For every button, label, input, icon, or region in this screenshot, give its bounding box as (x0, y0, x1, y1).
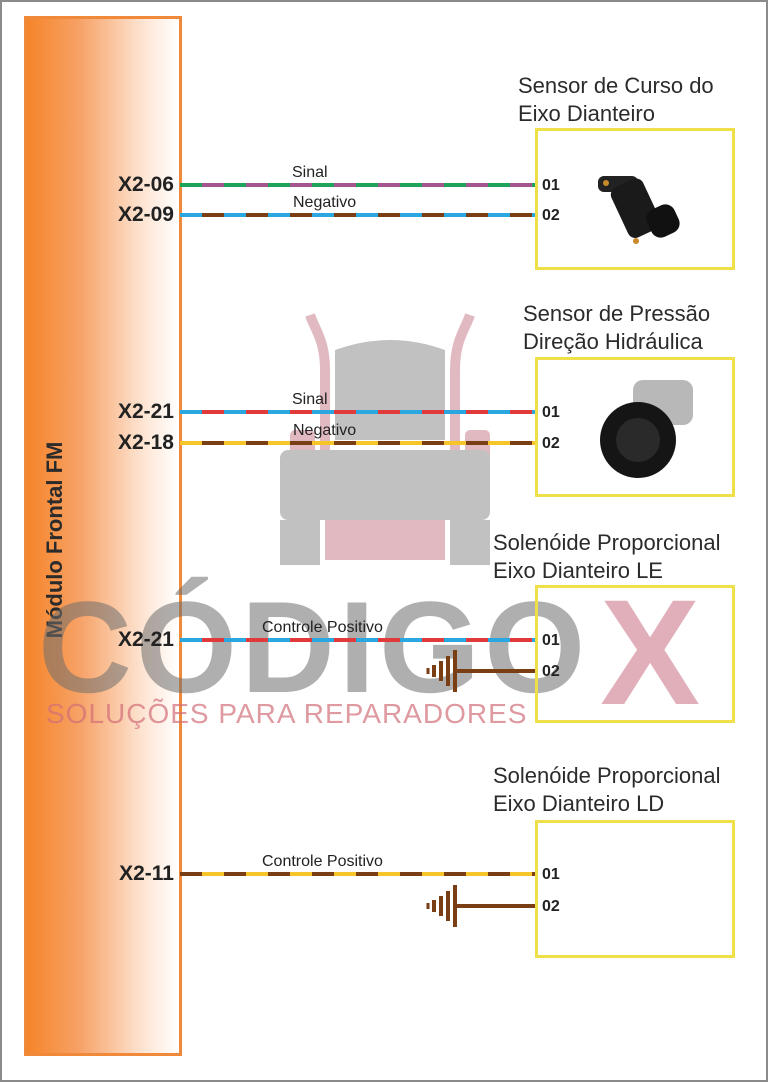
module-label: Módulo Frontal FM (42, 441, 67, 639)
wire-label: Negativo (293, 422, 357, 439)
wire (180, 213, 535, 217)
pressure-sensor-image-icon (600, 380, 693, 478)
pin-label: 02 (542, 663, 560, 680)
pin-label: 02 (542, 207, 560, 224)
connector-label: X2-11 (119, 862, 174, 885)
pin-label: 01 (542, 177, 560, 194)
wire-label: Controle Positivo (262, 619, 383, 636)
wire-label: Controle Positivo (262, 853, 383, 870)
solenoide-ld-box (535, 820, 735, 958)
ground-icon (426, 650, 535, 692)
pin-label: 02 (542, 898, 560, 915)
connector-label: X2-06 (117, 173, 174, 196)
ground-icon (426, 885, 535, 927)
wire-label: Sinal (292, 391, 328, 408)
wire (180, 183, 535, 187)
pin-label: 02 (542, 435, 560, 452)
module-frontal-fm (24, 16, 182, 1056)
wire-label: Negativo (293, 194, 357, 211)
wire (180, 441, 535, 445)
connector-label: X2-18 (117, 431, 174, 454)
sensor-pressao-box (535, 357, 735, 497)
solenoide-le-box (535, 585, 735, 723)
connector-label: X2-09 (117, 203, 174, 226)
pin-label: 01 (542, 866, 560, 883)
wire (180, 872, 535, 876)
connector-label: X2-21 (117, 628, 174, 651)
wire (180, 638, 535, 642)
sensor-curso-box (535, 128, 735, 270)
connector-label: X2-21 (117, 400, 174, 423)
wire-label: Sinal (292, 164, 328, 181)
pin-label: 01 (542, 632, 560, 649)
wire (180, 410, 535, 414)
pin-label: 01 (542, 404, 560, 421)
travel-sensor-image-icon (598, 176, 680, 244)
